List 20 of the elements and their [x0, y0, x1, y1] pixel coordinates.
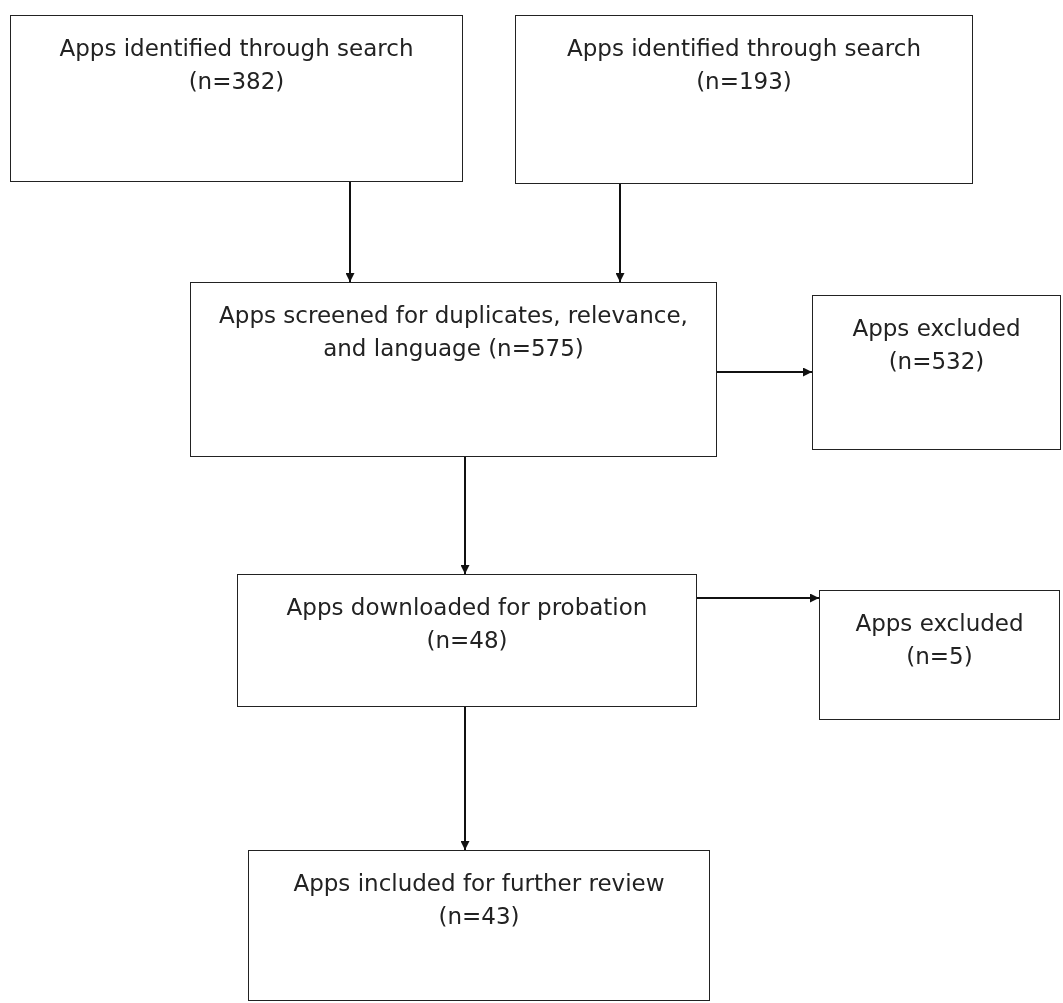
box-text: Apps identified through search (n=382)	[58, 34, 415, 97]
arrow	[716, 367, 813, 377]
box-text: Apps excluded (n=5)	[854, 609, 1025, 672]
process-box	[812, 295, 1061, 450]
arrow	[696, 593, 820, 603]
arrow	[345, 181, 355, 283]
box-text: Apps screened for duplicates, relevance, and language (n=575)	[218, 301, 689, 364]
arrow	[460, 456, 470, 575]
box-text: Apps included for further review (n=43)	[292, 869, 666, 932]
process-box	[248, 850, 710, 1001]
process-box	[515, 15, 973, 184]
arrow	[460, 706, 470, 851]
process-box	[237, 574, 697, 707]
box-text: Apps excluded (n=532)	[851, 314, 1022, 377]
process-box	[190, 282, 717, 457]
box-text: Apps downloaded for probation (n=48)	[285, 593, 649, 656]
process-box	[10, 15, 463, 182]
arrow	[615, 183, 625, 283]
process-box	[819, 590, 1060, 720]
box-text: Apps identified through search (n=193)	[566, 34, 922, 97]
